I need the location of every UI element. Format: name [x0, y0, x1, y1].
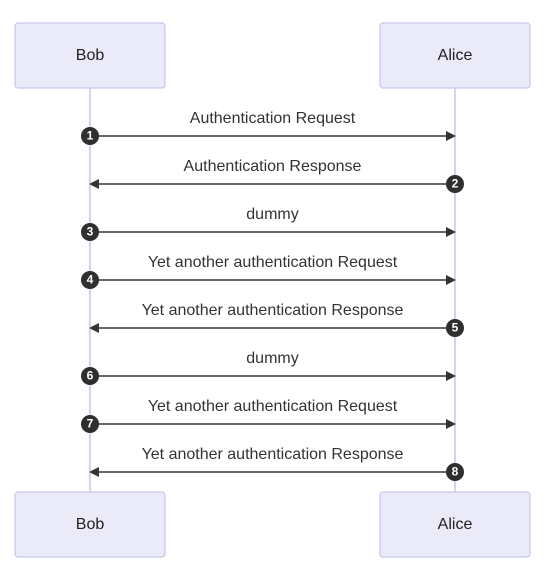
actor-alice-bottom: Alice: [379, 491, 531, 558]
sequence-number: 2: [452, 177, 459, 191]
arrowhead-icon: [89, 323, 99, 333]
sequence-number: 8: [452, 465, 459, 479]
arrowhead-icon: [446, 371, 456, 381]
message: dummy 3: [81, 206, 456, 241]
message: Yet another authentication Response 8: [89, 446, 464, 481]
arrowhead-icon: [446, 131, 456, 141]
message-label: Yet another authentication Request: [148, 398, 398, 415]
arrowhead-icon: [446, 227, 456, 237]
sequence-number-badge: [81, 223, 99, 241]
arrowhead-icon: [89, 467, 99, 477]
actor-bob-bottom: Bob: [14, 491, 166, 558]
message: Yet another authentication Request 7: [81, 398, 456, 433]
message-label: dummy: [246, 206, 298, 223]
arrowhead-icon: [89, 179, 99, 189]
sequence-number-badge: [446, 319, 464, 337]
actor-alice-bottom-label: Alice: [438, 516, 473, 533]
arrowhead-icon: [446, 419, 456, 429]
arrowhead-icon: [446, 275, 456, 285]
sequence-number-badge: [81, 367, 99, 385]
sequence-number: 4: [87, 273, 94, 287]
sequence-number: 6: [87, 369, 94, 383]
sequence-number-badge: [81, 127, 99, 145]
actor-alice-top: Alice: [379, 22, 531, 89]
sequence-number: 3: [87, 225, 94, 239]
sequence-number-badge: [81, 271, 99, 289]
message-label: dummy: [246, 350, 298, 367]
message: Authentication Response 2: [89, 158, 464, 193]
sequence-number: 7: [87, 417, 94, 431]
sequence-number: 1: [87, 129, 94, 143]
actor-bob-bottom-label: Bob: [76, 516, 105, 533]
message: Authentication Request 1: [81, 110, 456, 145]
message-label: Yet another authentication Request: [148, 254, 398, 271]
message: Yet another authentication Request 4: [81, 254, 456, 289]
sequence-number-badge: [446, 175, 464, 193]
sequence-number: 5: [452, 321, 459, 335]
message: dummy 6: [81, 350, 456, 385]
actor-alice-top-label: Alice: [438, 47, 473, 64]
message-label: Yet another authentication Response: [142, 302, 404, 319]
message-label: Authentication Response: [184, 158, 362, 175]
sequence-number-badge: [81, 415, 99, 433]
sequence-number-badge: [446, 463, 464, 481]
actor-bob-top-label: Bob: [76, 47, 105, 64]
actor-bob-top: Bob: [14, 22, 166, 89]
message-label: Yet another authentication Response: [142, 446, 404, 463]
message: Yet another authentication Response 5: [89, 302, 464, 337]
message-label: Authentication Request: [190, 110, 356, 127]
